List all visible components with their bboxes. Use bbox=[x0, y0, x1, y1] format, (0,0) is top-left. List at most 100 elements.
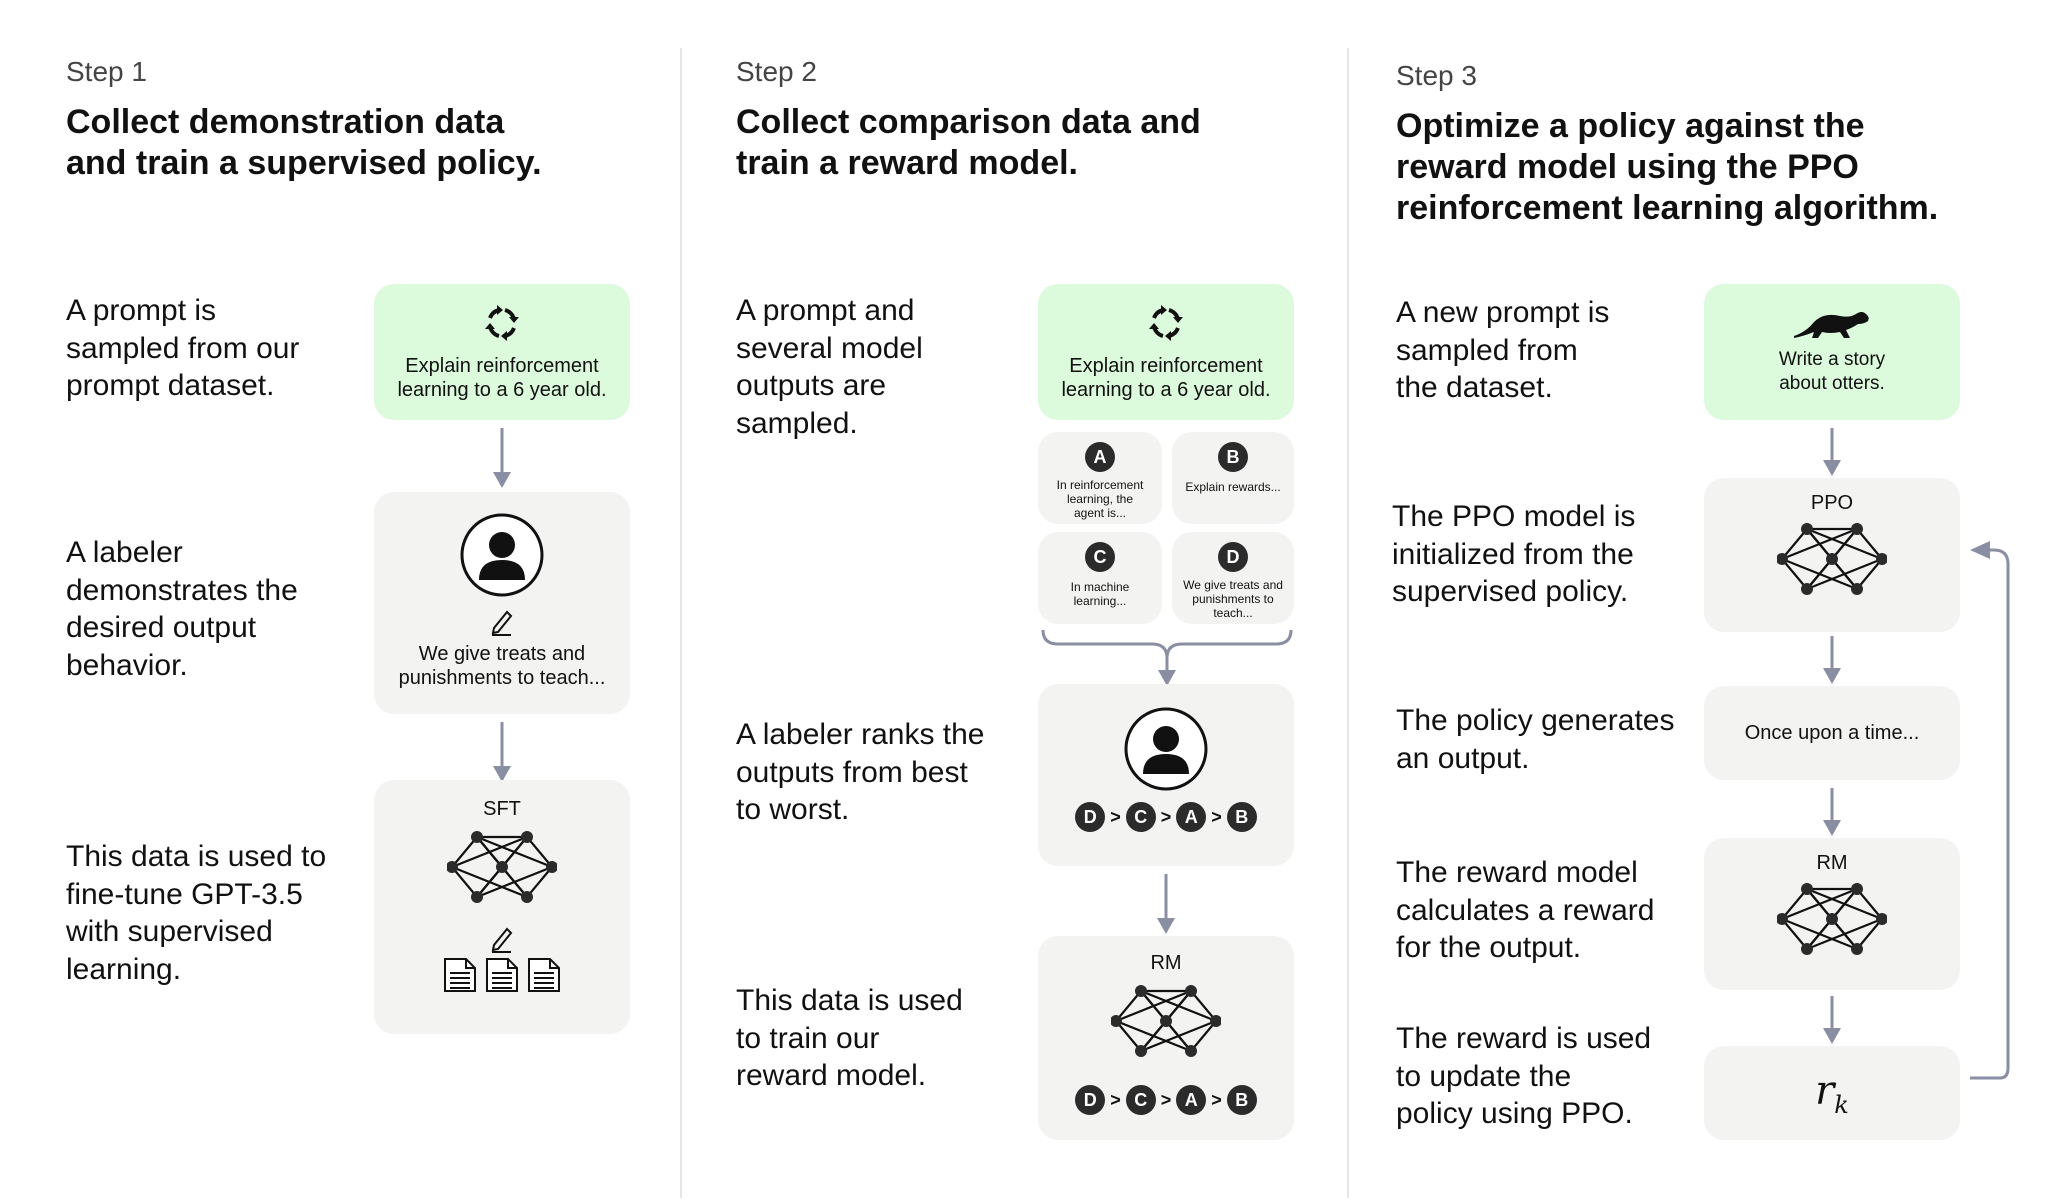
desc-line: initialized from the bbox=[1392, 537, 1634, 571]
ranking-order: D > C > A > B bbox=[1075, 1085, 1257, 1115]
rank-separator: > bbox=[1211, 806, 1222, 827]
document-icon bbox=[484, 957, 520, 993]
refresh-icon bbox=[481, 302, 523, 344]
desc-line: the dataset. bbox=[1396, 371, 1553, 404]
desc-line: several model bbox=[736, 331, 923, 365]
demo-text-line: punishments to teach... bbox=[398, 667, 606, 689]
output-text-line: learning, the bbox=[1066, 492, 1134, 506]
step3-ppo-model-box: PPO bbox=[1704, 478, 1960, 632]
desc-line: to worst. bbox=[736, 793, 850, 826]
output-letter-badge: C bbox=[1085, 542, 1115, 572]
desc-line: The reward model bbox=[1396, 856, 1638, 889]
step3-title: Optimize a policy against the reward mod… bbox=[1396, 106, 1938, 229]
brace-connector bbox=[1041, 629, 1293, 686]
refresh-icon bbox=[1145, 302, 1187, 344]
desc-line: A labeler ranks the bbox=[736, 718, 985, 751]
desc-line: to update the bbox=[1396, 1059, 1572, 1093]
otter-icon bbox=[1792, 308, 1872, 342]
desc-line: The policy generates bbox=[1396, 704, 1675, 737]
rank-separator: > bbox=[1211, 1089, 1222, 1110]
desc-line: desired output bbox=[66, 611, 257, 644]
desc-line: for the output. bbox=[1396, 931, 1582, 964]
desc-line: This data is used bbox=[736, 984, 963, 1017]
step2-ranking-box: D > C > A > B bbox=[1038, 684, 1294, 866]
desc-line: sampled from our bbox=[66, 331, 300, 365]
output-letter-badge: D bbox=[1218, 542, 1248, 572]
desc-line: supervised policy. bbox=[1392, 575, 1629, 608]
prompt-text-line: learning to a 6 year old. bbox=[1061, 379, 1271, 401]
rank-badge: A bbox=[1176, 802, 1207, 832]
step1-label: Step 1 bbox=[66, 56, 147, 87]
column-divider-1 bbox=[680, 48, 682, 1198]
desc-line: sampled from bbox=[1396, 333, 1578, 367]
step3-desc-prompt: A new prompt is sampled from the dataset… bbox=[1396, 294, 1609, 407]
prompt-text-line: learning to a 6 year old. bbox=[397, 379, 607, 401]
rank-separator: > bbox=[1160, 806, 1172, 827]
step3-desc-ppo: The PPO model is initialized from the su… bbox=[1392, 498, 1635, 611]
document-icon bbox=[442, 957, 478, 993]
desc-line: A new prompt is bbox=[1396, 296, 1610, 329]
arrow-down bbox=[493, 428, 511, 488]
arrow-down bbox=[1823, 428, 1841, 476]
output-text-line: Explain rewards... bbox=[1185, 480, 1281, 494]
prompt-text-line: Explain reinforcement bbox=[1069, 355, 1263, 377]
prompt-text-line: Explain reinforcement bbox=[405, 355, 599, 377]
column-divider-2 bbox=[1347, 48, 1349, 1198]
step3-title-line: reward model using the PPO bbox=[1396, 148, 1859, 186]
desc-line: calculates a reward bbox=[1396, 893, 1655, 927]
neural-network-icon bbox=[1777, 519, 1887, 609]
desc-line: A prompt and bbox=[736, 294, 915, 327]
step1-desc-labeler: A labeler demonstrates the desired outpu… bbox=[66, 534, 298, 684]
reward-variable: r bbox=[1815, 1067, 1835, 1114]
desc-line: demonstrates the bbox=[66, 573, 298, 607]
arrow-down bbox=[493, 722, 511, 782]
step1-desc-finetune: This data is used to fine-tune GPT-3.5 w… bbox=[66, 838, 326, 988]
output-letter-badge: A bbox=[1085, 442, 1115, 472]
desc-line: The PPO model is bbox=[1392, 500, 1636, 533]
step3-desc-output: The policy generates an output. bbox=[1396, 702, 1675, 777]
model-label: PPO bbox=[1810, 492, 1854, 514]
model-label: SFT bbox=[483, 798, 521, 820]
step1-prompt-box: Explain reinforcement learning to a 6 ye… bbox=[374, 284, 630, 420]
desc-line: fine-tune GPT-3.5 bbox=[66, 877, 303, 911]
pencil-icon bbox=[489, 606, 515, 636]
step3-output-box: Once upon a time... bbox=[1704, 686, 1960, 780]
rank-badge: C bbox=[1125, 1085, 1156, 1115]
step2-title-line: train a reward model. bbox=[736, 144, 1078, 182]
desc-line: reward model. bbox=[736, 1059, 927, 1092]
rank-separator: > bbox=[1110, 1089, 1121, 1110]
reward-symbol: rk bbox=[1815, 1068, 1849, 1119]
arrow-down bbox=[1823, 996, 1841, 1044]
output-text-line: agent is... bbox=[1073, 506, 1127, 520]
output-card-d: D We give treats and punishments to teac… bbox=[1172, 532, 1294, 624]
model-label: RM bbox=[1816, 852, 1848, 874]
step3-label: Step 3 bbox=[1396, 60, 1477, 91]
output-text-line: In machine bbox=[1070, 580, 1130, 594]
desc-line: A prompt is bbox=[66, 294, 217, 327]
output-text-line: We give treats and bbox=[1183, 578, 1283, 592]
desc-line: behavior. bbox=[66, 648, 188, 682]
step1-title-line: and train a supervised policy. bbox=[66, 144, 542, 182]
document-icon bbox=[526, 957, 562, 993]
rank-badge: C bbox=[1125, 802, 1156, 832]
step2-title: Collect comparison data and train a rewa… bbox=[736, 102, 1201, 184]
desc-line: outputs from best bbox=[736, 755, 968, 789]
reward-subscript: k bbox=[1834, 1090, 1849, 1119]
prompt-text-line: Write a story bbox=[1778, 349, 1886, 370]
arrow-down bbox=[1823, 636, 1841, 684]
arrow-down bbox=[1823, 788, 1841, 836]
step2-title-line: Collect comparison data and bbox=[736, 103, 1201, 141]
neural-network-icon bbox=[1111, 981, 1221, 1071]
step3-desc-update: The reward is used to update the policy … bbox=[1396, 1020, 1651, 1133]
neural-network-icon bbox=[1777, 879, 1887, 969]
output-text-line: teach... bbox=[1213, 606, 1253, 620]
person-icon bbox=[1123, 706, 1209, 792]
step1-desc-prompt: A prompt is sampled from our prompt data… bbox=[66, 292, 299, 405]
step2-desc-sample: A prompt and several model outputs are s… bbox=[736, 292, 923, 442]
pencil-icon bbox=[489, 923, 515, 953]
output-text-line: learning... bbox=[1073, 594, 1127, 608]
ranking-order: D > C > A > B bbox=[1075, 802, 1257, 832]
step2-prompt-box: Explain reinforcement learning to a 6 ye… bbox=[1038, 284, 1294, 420]
step1-demonstration-box: We give treats and punishments to teach.… bbox=[374, 492, 630, 714]
rank-badge: A bbox=[1176, 1085, 1207, 1115]
